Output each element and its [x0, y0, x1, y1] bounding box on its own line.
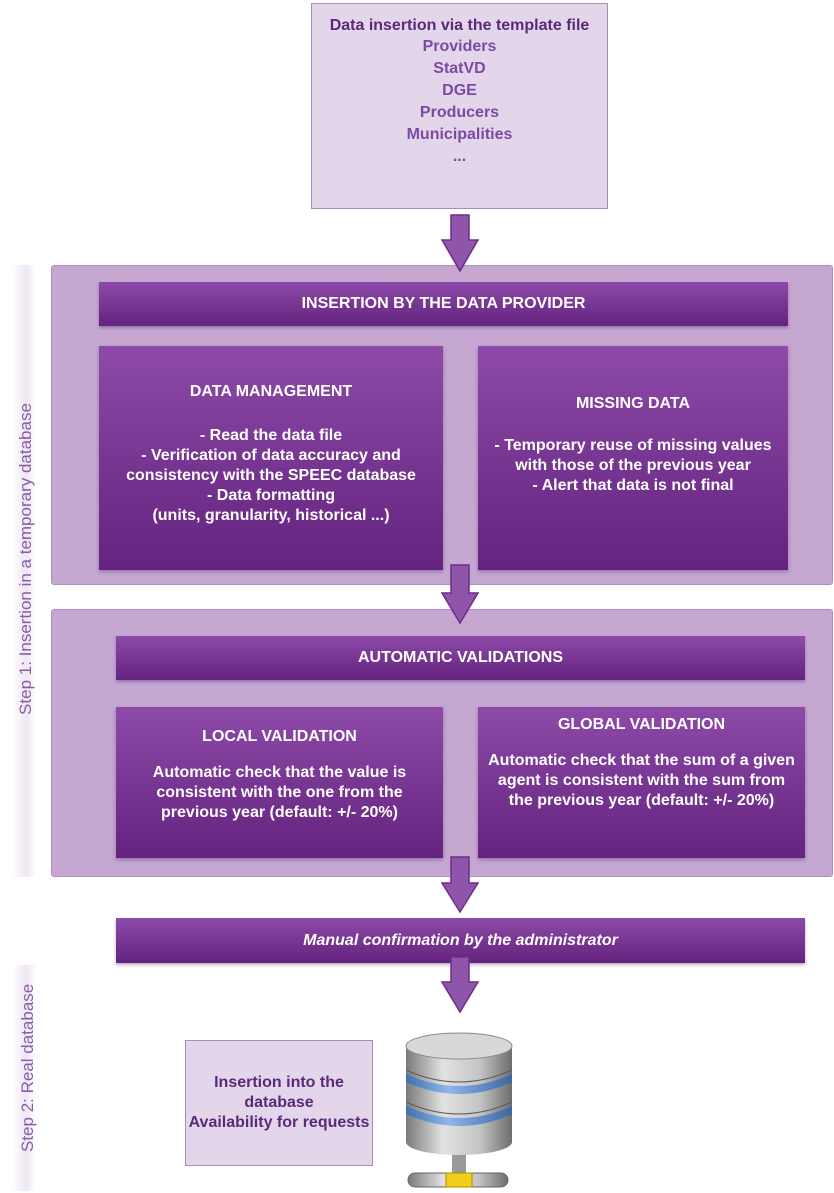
template-file-box: Data insertion via the template file Pro…	[311, 3, 608, 209]
data-management-line: (units, granularity, historical ...)	[152, 507, 390, 524]
global-validation-title: GLOBAL VALIDATION	[557, 716, 726, 733]
database-insertion-box: Insertion into the database Availability…	[185, 1040, 373, 1166]
global-validation-box: GLOBAL VALIDATION Automatic check that t…	[478, 707, 805, 858]
data-management-title: DATA MANAGEMENT	[189, 383, 353, 400]
missing-data-line: - Alert that data is not final	[532, 477, 734, 494]
data-management-line: - Read the data file	[199, 427, 343, 444]
source-list: Providers StatVD DGE Producers Municipal…	[312, 36, 607, 168]
local-validation-text: Automatic check that the value is consis…	[152, 764, 407, 821]
source-item: Providers	[422, 38, 497, 55]
step1-label: Step 1: Insertion in a temporary databas…	[16, 403, 35, 715]
data-management-box: DATA MANAGEMENT - Read the data file - V…	[99, 346, 443, 570]
manual-confirmation-bar: Manual confirmation by the administrator	[116, 918, 805, 963]
missing-data-title: MISSING DATA	[575, 395, 691, 412]
insertion-header: INSERTION BY THE DATA PROVIDER	[99, 282, 788, 326]
local-validation-box: LOCAL VALIDATION Automatic check that th…	[116, 707, 443, 858]
missing-data-line: - Temporary reuse of missing values with…	[494, 437, 772, 474]
step1-strip	[12, 265, 36, 877]
step2-strip	[12, 965, 36, 1191]
database-insertion-line: Insertion into the database	[214, 1074, 344, 1111]
source-item: Municipalities	[406, 126, 513, 143]
missing-data-box: MISSING DATA - Temporary reuse of missin…	[478, 346, 788, 570]
down-arrow-icon	[440, 214, 480, 273]
down-arrow-icon	[440, 956, 480, 1014]
local-validation-title: LOCAL VALIDATION	[202, 728, 357, 745]
database-icon	[405, 1032, 513, 1188]
data-management-line: - Data formatting	[207, 487, 335, 504]
source-item: Producers	[419, 104, 500, 121]
source-item: ...	[452, 148, 467, 165]
database-insertion-line: Availability for requests	[188, 1114, 370, 1131]
source-item: StatVD	[433, 60, 486, 77]
global-validation-text: Automatic check that the sum of a given …	[488, 752, 795, 809]
data-management-line: - Verification of data accuracy and cons…	[126, 447, 416, 484]
step2-label: Step 2: Real database	[18, 983, 37, 1152]
template-file-title: Data insertion via the template file	[329, 17, 590, 34]
validation-header: AUTOMATIC VALIDATIONS	[116, 636, 805, 680]
source-item: DGE	[442, 82, 477, 99]
